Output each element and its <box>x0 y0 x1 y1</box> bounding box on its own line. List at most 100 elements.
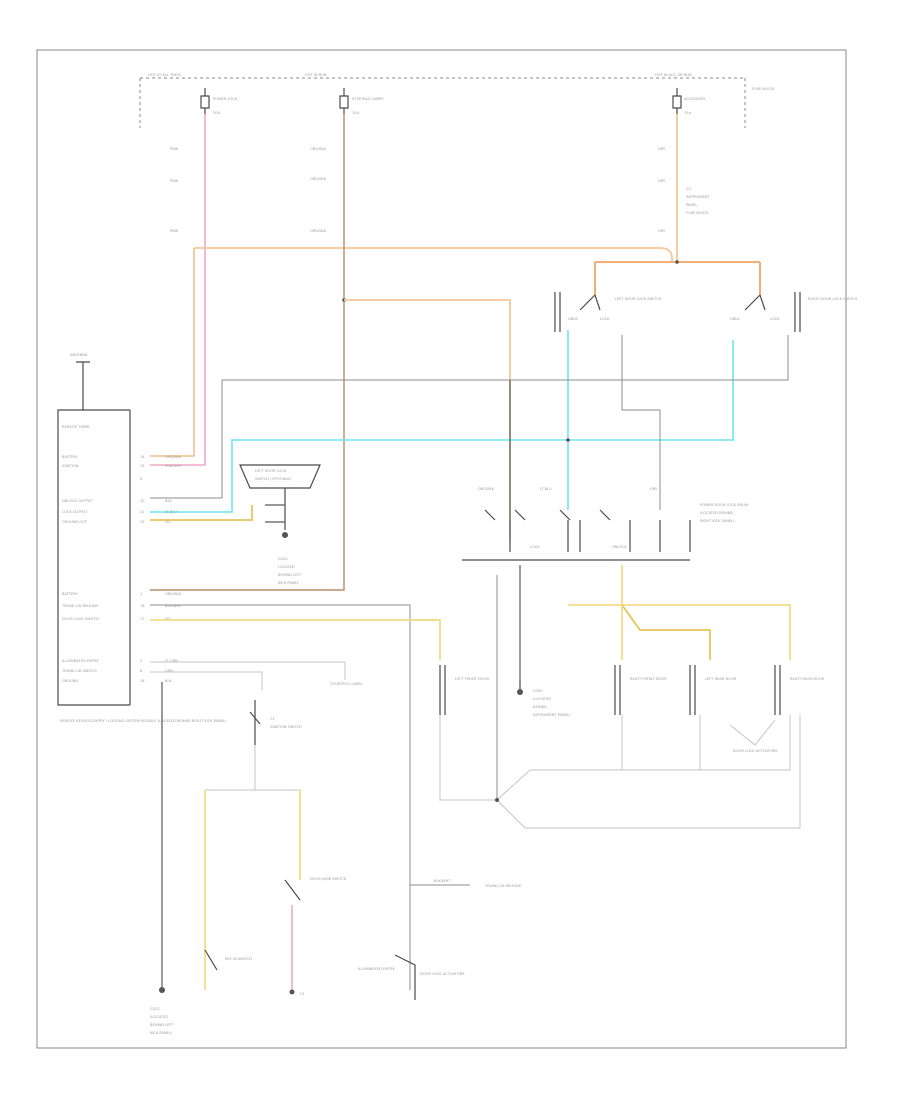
pin-wire: ORG/BLK <box>165 455 182 459</box>
fuse-amps: 15A <box>352 111 360 115</box>
power-door-lock-relay: LOCK UNLOCK POWER DOOR LOCK RELAY (LOCAT… <box>462 487 749 561</box>
actuator-label: LEFT REAR DOOR <box>705 677 737 681</box>
right-door-switch-label: RIGHT DOOR LOCK SWITCH <box>808 297 858 301</box>
svg-text:GRY: GRY <box>658 179 666 183</box>
actuator-right-front: RIGHT FRONT DOOR <box>614 665 667 715</box>
wire-trunk-switch <box>150 671 263 690</box>
svg-text:BEHIND: BEHIND <box>533 705 547 709</box>
courtesy-label: COURTESY LAMPS <box>330 682 363 686</box>
pin-label: IGNITION <box>62 464 79 468</box>
antenna-icon <box>76 361 90 410</box>
wire-return-2 <box>496 715 791 801</box>
pin-wire: BLK <box>165 679 172 683</box>
module-title: REMOTE TIMER <box>62 425 90 429</box>
pin-number: 16 <box>140 604 145 608</box>
relay-lock-label: LOCK <box>530 545 540 549</box>
svg-text:LOCK: LOCK <box>770 317 780 321</box>
svg-text:(LOCATED BEHIND: (LOCATED BEHIND <box>700 511 733 515</box>
fuse-power-lock: POWER LOCK 20A <box>200 88 238 115</box>
illum-label: ILLUMINATED ENTRY <box>358 967 395 971</box>
wire-yellow-module <box>150 505 253 521</box>
svg-text:BLK/WHT: BLK/WHT <box>434 879 451 883</box>
trunk-lid-release: BLK/WHT TRUNK LID RELEASE ILLUMINATED EN… <box>358 879 522 1000</box>
pin-label: TRUNK LID RELEASE <box>61 604 99 608</box>
module-pin-list-bottom: BATTERY TRUNK LID RELEASE DOOR LOCK SWIT… <box>61 592 182 683</box>
antenna-label: ANTENNA <box>70 353 88 357</box>
svg-text:ORG/BLK: ORG/BLK <box>310 177 327 181</box>
module-pin-list-top: BATTERY IGNITION UNLOCK OUTPUT LOCK OUTP… <box>62 455 183 524</box>
fuse-label-hot-run: HOT IN RUN <box>305 73 327 77</box>
pin-number: 9 <box>140 477 143 481</box>
actuator-right-rear: RIGHT REAR DOOR <box>774 665 825 715</box>
fuse-name: STOP/HAZ LAMPS <box>352 97 384 101</box>
svg-text:GRY: GRY <box>658 147 666 151</box>
key-in-label: KEY IN SWITCH <box>225 957 252 961</box>
pin-wire: BLK/WHT <box>165 604 182 608</box>
svg-text:BEHIND LEFT: BEHIND LEFT <box>150 1023 174 1027</box>
wire-org-horizontal <box>194 114 678 262</box>
svg-text:FUSE BLOCK: FUSE BLOCK <box>686 211 709 215</box>
ignition-switch: C1 IGNITION SWITCH <box>205 700 302 791</box>
pin-label: GROUND <box>62 679 78 683</box>
pin-label: UNLOCK OUTPUT <box>62 499 93 503</box>
svg-text:ORG/BLK: ORG/BLK <box>478 487 495 491</box>
pin-number: 18 <box>140 679 145 683</box>
pin-label: LOCK OUTPUT <box>62 510 88 514</box>
svg-text:KICK PANEL): KICK PANEL) <box>150 1031 173 1035</box>
left-door-switch-label: LEFT DOOR LOCK SWITCH <box>615 297 662 301</box>
svg-text:GRY: GRY <box>650 487 658 491</box>
wire-trunk-release <box>150 604 411 990</box>
pin-label: BATTERY <box>62 455 79 459</box>
svg-text:UNLK: UNLK <box>730 317 740 321</box>
g202-label: G202 <box>150 1007 160 1011</box>
pin-wire: ORG/BLK <box>165 592 182 596</box>
remote-module: REMOTE TIMER ANTENNA BATTERY IGNITION UN… <box>57 353 227 723</box>
ground-g202: G202 (LOCATED BEHIND LEFT KICK PANEL) C1 <box>150 987 305 1035</box>
svg-text:(LOCATED: (LOCATED <box>533 697 551 701</box>
diagram-frame <box>36 49 847 1049</box>
actuator-label: RIGHT REAR DOOR <box>790 677 825 681</box>
trunk-actuator-label: DOOR LOCK ACTUATORS <box>420 972 465 976</box>
pin-number: 14 <box>140 455 145 459</box>
fuse-block: HOT AT ALL TIMES HOT IN RUN HOT IN ACC O… <box>139 73 775 128</box>
connector-markers: PINK PINK PINK ORG/BLK ORG/BLK ORG/BLK G… <box>170 147 710 233</box>
fuse-name: ACCESSORY <box>684 97 706 101</box>
pin-number: 15 <box>140 464 145 468</box>
pin-wire: PNK/WHT <box>165 464 183 468</box>
pin-wire: GRN <box>165 669 173 673</box>
pin-number: 1 <box>140 592 142 596</box>
svg-text:LOCK: LOCK <box>600 317 610 321</box>
pin-label: BATTERY <box>62 592 79 596</box>
right-door-lock-switch: UNLK LOCK RIGHT DOOR LOCK SWITCH <box>730 292 858 332</box>
wire-gray-left-switch <box>621 335 661 510</box>
pin-number: 5 <box>140 659 142 663</box>
key-in-switch: KEY IN SWITCH <box>204 949 252 971</box>
svg-text:SWITCH (OPTIONAL): SWITCH (OPTIONAL) <box>255 477 292 481</box>
fuse-label-hot-acc: HOT IN ACC OR RUN <box>655 73 692 77</box>
actuator-left-front: LEFT FRONT DOOR <box>410 619 489 715</box>
jamb-label: DOOR JAMB SWITCH <box>310 877 347 881</box>
svg-text:KICK PANEL: KICK PANEL <box>278 581 299 585</box>
fuse-stop-haz: STOP/HAZ LAMPS 15A <box>339 88 384 115</box>
door-jamb-switch: DOOR JAMB SWITCH <box>284 877 347 901</box>
actuator-label: RIGHT FRONT DOOR <box>630 677 667 681</box>
svg-text:GRY: GRY <box>658 229 666 233</box>
ground-label: G200 <box>278 557 288 561</box>
module-caption: REMOTE KEYLESS ENTRY / LOCKING SYSTEM MO… <box>60 719 227 723</box>
pin-number: 6 <box>140 669 143 673</box>
pin-wire: LT BLU <box>165 510 177 514</box>
wire-gray-main <box>150 335 789 499</box>
svg-text:C1: C1 <box>300 992 305 996</box>
wire-return-1 <box>439 715 497 801</box>
pin-label: GROUND OUT <box>62 520 88 524</box>
fuse-block-label: FUSE BLOCK <box>752 87 775 91</box>
svg-text:PANEL: PANEL <box>686 203 697 207</box>
svg-text:LT BLU: LT BLU <box>540 487 552 491</box>
pin-number: 17 <box>140 617 145 621</box>
ignition-label: IGNITION SWITCH <box>270 725 302 729</box>
svg-text:C1: C1 <box>270 717 275 721</box>
svg-text:LEFT DOOR LOCK: LEFT DOOR LOCK <box>255 469 287 473</box>
pin-label: DOOR LOCK SWITCH <box>62 617 99 621</box>
svg-text:PINK: PINK <box>170 229 179 233</box>
